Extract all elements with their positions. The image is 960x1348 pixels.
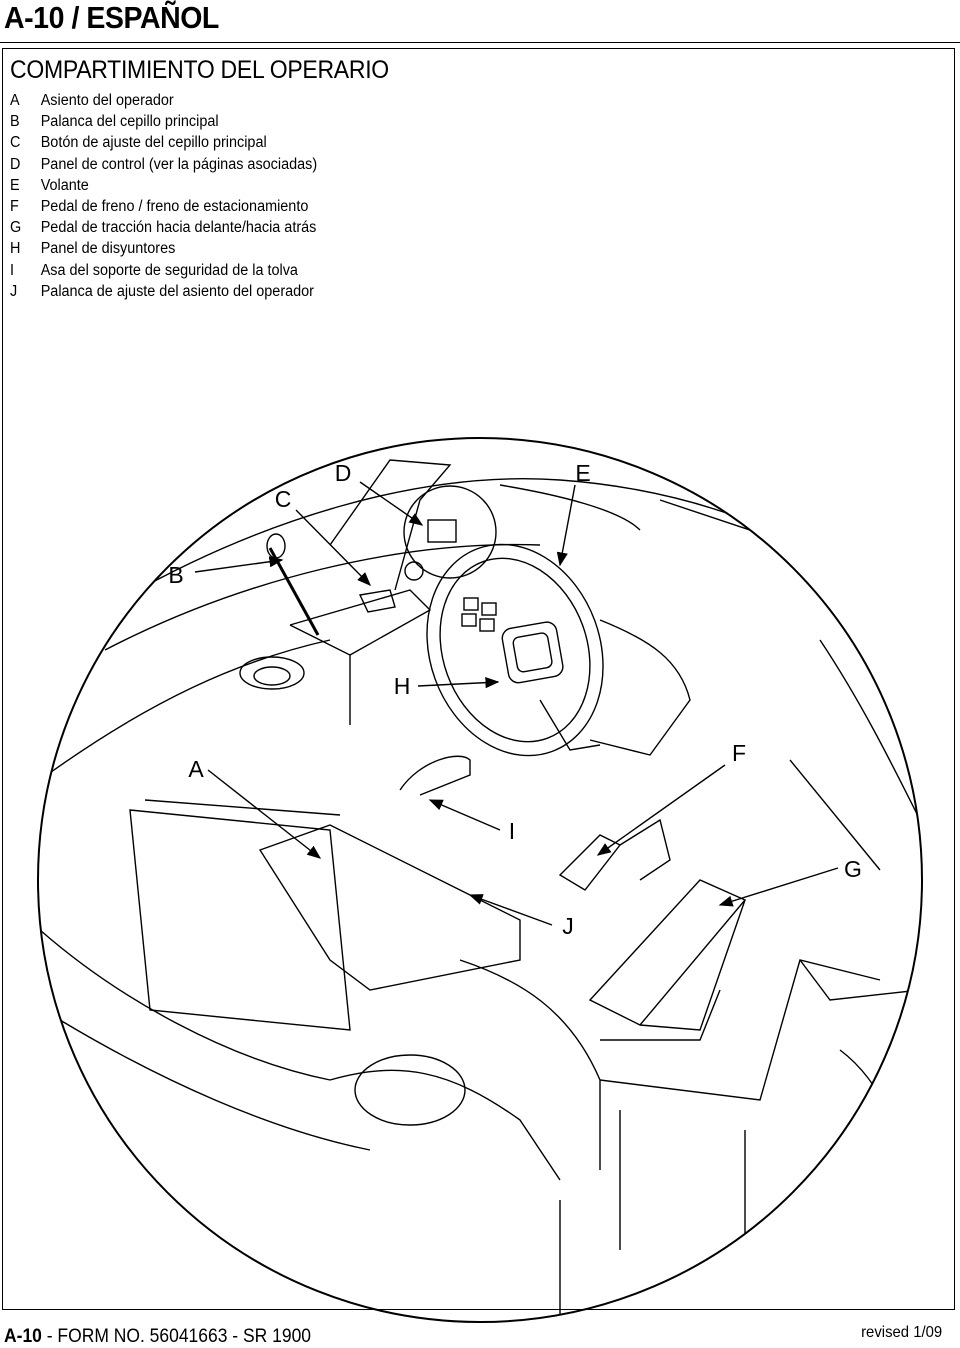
leader-c [295,509,371,586]
callout-f: F [731,740,747,766]
leader-d [359,481,424,526]
parts-legend: A Asiento del operador B Palanca del cepil… [10,90,340,302]
legend-letter: D [10,155,21,173]
leader-h [417,677,500,689]
detail-circle [37,437,923,1323]
callout-b: B [168,562,184,588]
legend-text: Volante [40,176,89,194]
legend-letter: C [10,134,21,152]
legend-item-j: J Palanca de ajuste del asiento del opera… [10,281,317,302]
seat-cushion [258,824,521,991]
footer-form: A-10 - FORM NO. 56041663 - SR 1900 [4,1326,311,1348]
legend-letter: G [10,219,22,237]
legend-item-h: H Panel de disyuntores [10,238,317,259]
callout-a: A [188,756,204,782]
legend-item-a: A Asiento del operador [10,90,317,111]
cup-holder [239,656,305,690]
content-frame [2,48,955,1310]
leader-i [428,799,501,831]
leader-a [207,769,322,859]
callout-e: E [575,460,591,486]
legend-letter: F [10,197,19,215]
legend-letter: B [10,113,20,131]
callout-d: D [334,460,352,486]
legend-letter: H [10,240,21,258]
legend-item-g: G Pedal de tracción hacia delante/hacia a… [10,217,317,238]
legend-letter: I [10,261,15,279]
legend-text: Asiento del operador [40,92,174,109]
legend-item-c: C Botón de ajuste del cepillo principal [10,132,317,153]
leader-g [718,867,839,907]
drawing-lines [37,437,923,1323]
legend-text: Asa del soporte de seguridad de la tolva [40,261,298,279]
legend-text: Palanca del cepillo principal [40,113,219,131]
brake-pedal [558,834,622,891]
traction-pedal [588,879,747,1026]
leader-f [596,764,726,856]
seat-back [129,809,351,1031]
footer-page-number: A-10 [4,1326,42,1347]
steering-hub [501,621,564,684]
callout-g: G [844,856,862,882]
legend-letter: A [10,92,20,109]
legend-text: Panel de disyuntores [40,240,176,258]
legend-text: Palanca de ajuste del asiento del operad… [40,282,314,300]
legend-letter: E [10,176,20,194]
legend-text: Panel de control (ver la páginas asociad… [40,155,318,173]
legend-letter: J [10,282,18,300]
footer-revised: revised 1/09 [860,1324,942,1341]
legend-item-i: I Asa del soporte de seguridad de la tolv… [10,260,317,281]
callout-c: C [274,486,292,512]
page-title: A-10 / ESPAÑOL [4,0,219,35]
callout-j: J [562,913,574,939]
leader-j [468,894,553,926]
leader-b [194,556,284,573]
section-title: COMPARTIMIENTO DEL OPERARIO [10,56,389,84]
legend-text: Pedal de tracción hacia delante/hacia at… [40,219,317,237]
legend-item-d: D Panel de control (ver la páginas asocia… [10,154,317,175]
legend-text: Botón de ajuste del cepillo principal [40,134,267,152]
legend-item-b: B Palanca del cepillo principal [10,111,317,132]
steering-wheel [426,543,604,757]
legend-item-f: F Pedal de freno / freno de estacionamien… [10,196,317,217]
callout-i: I [508,818,516,844]
legend-text: Pedal de freno / freno de estacionamient… [40,197,309,215]
footer-form-number: - FORM NO. 56041663 - SR 1900 [41,1326,312,1347]
leader-e [556,484,576,567]
callout-h: H [393,673,411,699]
legend-item-e: E Volante [10,175,317,196]
header-rule [0,42,960,43]
